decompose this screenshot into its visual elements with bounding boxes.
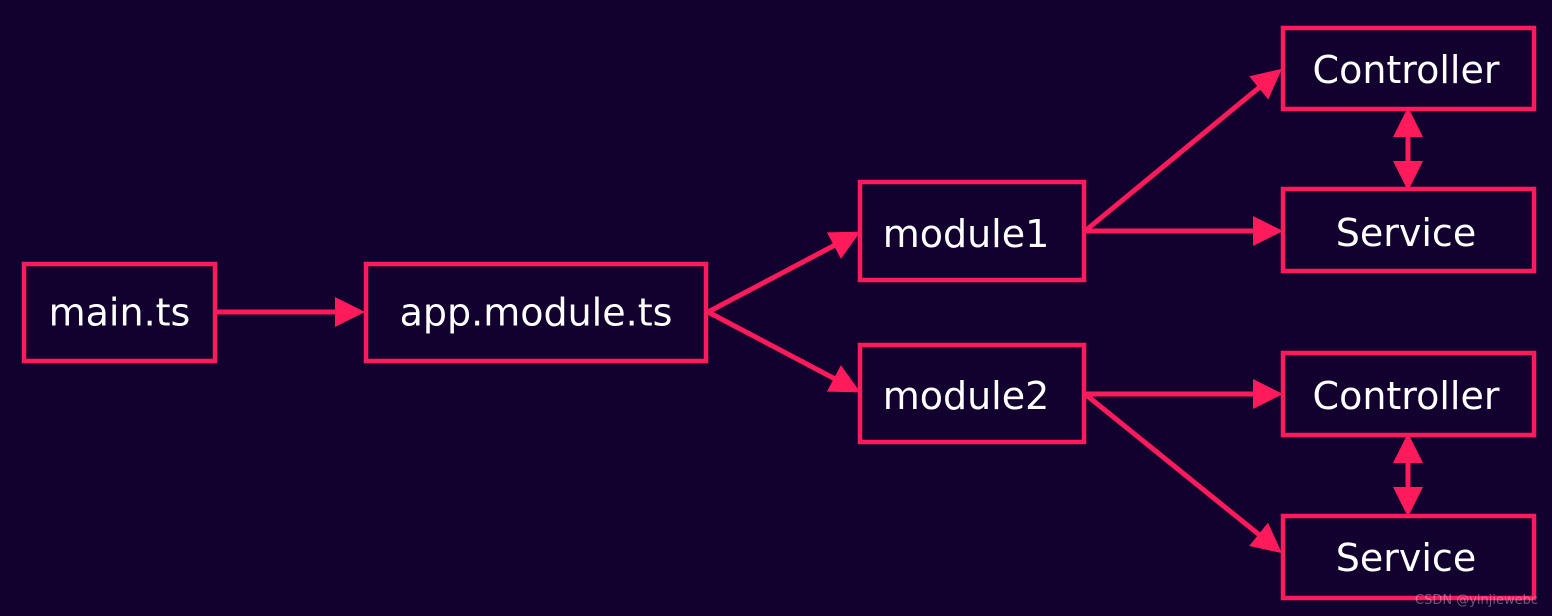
node-controller-2-label: Controller [1313, 374, 1500, 418]
node-main-ts: main.ts [21, 261, 218, 364]
node-main-ts-box [21, 261, 218, 364]
node-module1-label: module1 [883, 212, 1050, 256]
node-service-2-label: Service [1336, 536, 1476, 580]
node-controller-2-box [1280, 350, 1537, 438]
edge-module2-to-service2 [1083, 392, 1282, 554]
watermark: CSDN @yinjiewebc [1415, 593, 1538, 608]
node-app-module-ts: app.module.ts [363, 261, 709, 364]
node-app-module-ts-label: app.module.ts [400, 291, 673, 335]
node-module1-box [857, 179, 1087, 283]
node-service-1: Service [1280, 186, 1537, 274]
node-service-1-label: Service [1336, 211, 1476, 255]
node-controller-1: Controller [1280, 25, 1537, 112]
node-service-2-box [1280, 513, 1537, 601]
node-module2: module2 [857, 342, 1087, 445]
node-module2-label: module2 [883, 374, 1050, 418]
edge-module1-to-controller1 [1083, 68, 1282, 233]
edge-app-to-module2 [706, 309, 861, 393]
node-module2-box [857, 342, 1087, 445]
node-controller-1-label: Controller [1313, 48, 1500, 92]
node-main-ts-label: main.ts [49, 291, 191, 335]
node-app-module-ts-box [363, 261, 709, 364]
node-controller-1-box [1280, 25, 1537, 112]
node-module1: module1 [857, 179, 1087, 283]
edge-app-to-module1 [706, 231, 861, 315]
node-service-1-box [1280, 186, 1537, 274]
node-service-2: Service [1280, 513, 1537, 601]
node-controller-2: Controller [1280, 350, 1537, 438]
